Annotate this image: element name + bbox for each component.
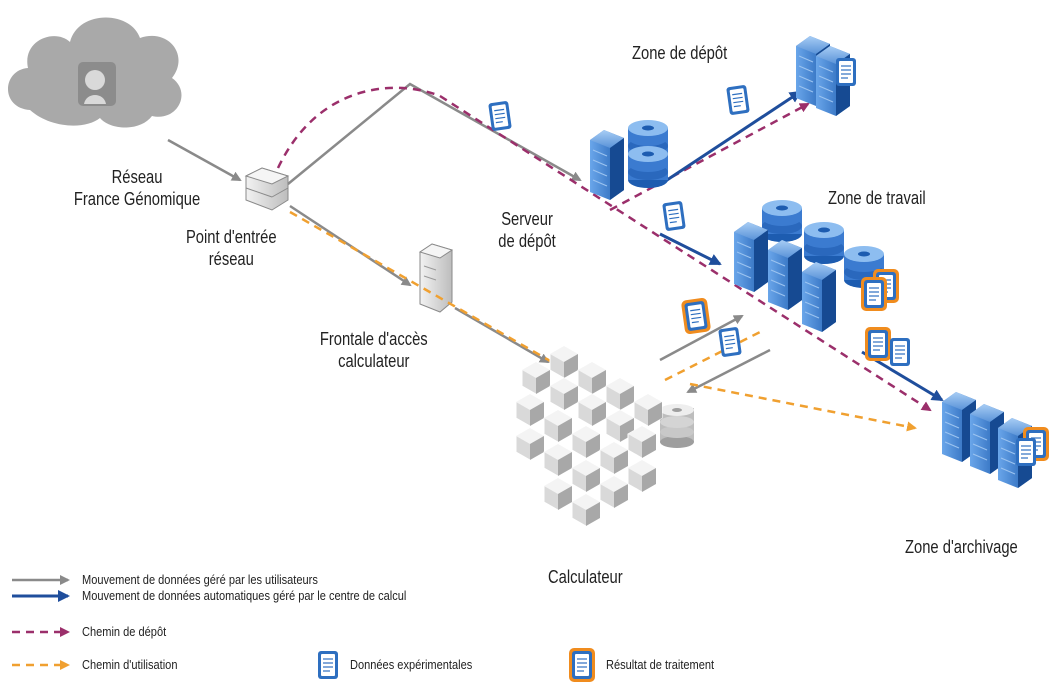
legend-depot-path-label: Chemin de dépôt [82, 624, 167, 639]
label-point-entree-text: Point d'entrée réseau [185, 227, 277, 269]
router-icon [244, 167, 290, 211]
label-zone-travail: Zone de travail [828, 188, 926, 208]
data-document-icon [725, 84, 751, 116]
cloud-icon [8, 17, 182, 128]
label-frontale: Frontale d'accès calculateur [320, 328, 428, 372]
label-frontale-text: Frontale d'accès calculateur [319, 329, 428, 371]
legend-user-move-label: Mouvement de données géré par les utilis… [82, 572, 318, 587]
legend-exp-data-label: Données expérimentales [350, 657, 473, 672]
archive-zone-servers-icon [941, 391, 1050, 489]
depot-server-icon [589, 120, 668, 201]
result-document-icon [680, 296, 712, 336]
legend-data-document-icon [317, 650, 339, 680]
frontend-server-icon [418, 243, 454, 313]
label-zone-depot: Zone de dépôt [632, 43, 728, 63]
legend-result-document-icon [568, 647, 596, 683]
label-zone-archivage: Zone d'archivage [905, 537, 1018, 557]
legend-auto-move-label: Mouvement de données automatiques géré p… [82, 588, 407, 603]
label-serveur-depot-text: Serveur de dépôt [498, 209, 556, 251]
label-point-entree: Point d'entrée réseau [186, 226, 277, 270]
label-calculateur: Calculateur [548, 567, 623, 587]
depot-zone-servers-icon [795, 35, 857, 117]
legend-result-label: Résultat de traitement [606, 657, 715, 672]
data-document-icon [487, 100, 513, 132]
data-document-icon [717, 326, 743, 358]
compute-cluster-icon [515, 345, 694, 527]
label-serveur-depot: Serveur de dépôt [498, 208, 555, 252]
legend-usage-path-label: Chemin d'utilisation [82, 657, 178, 672]
data-document-icon [661, 200, 687, 232]
label-reseau-text: Réseau France Génomique [73, 167, 201, 209]
label-reseau: Réseau France Génomique [74, 166, 200, 210]
